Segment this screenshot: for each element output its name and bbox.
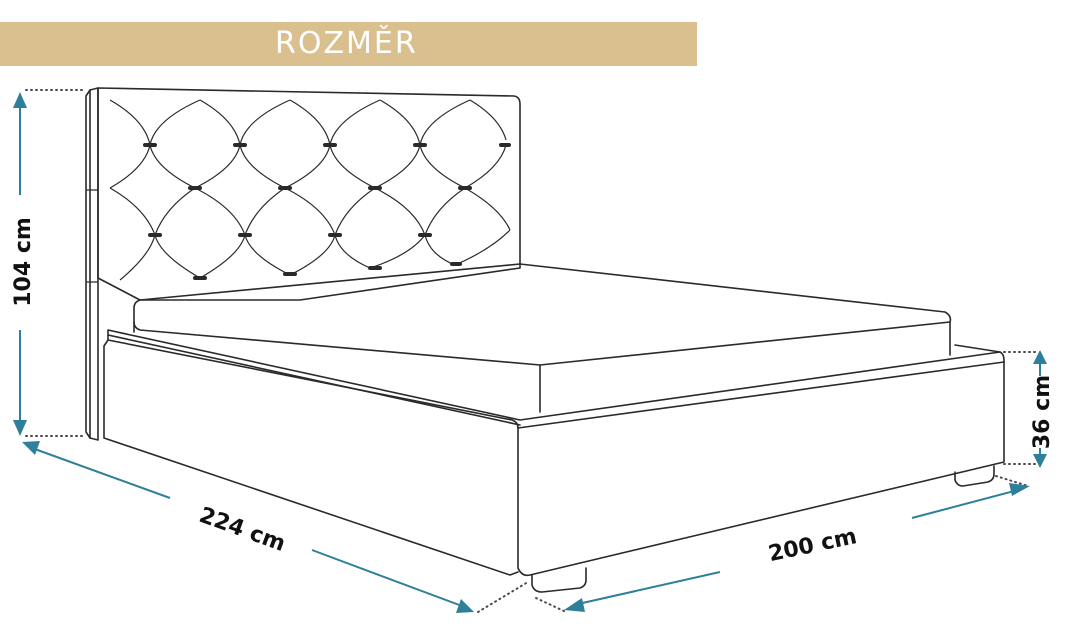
bed-foot (954, 465, 995, 487)
height-dimension: 104 cm (11, 92, 36, 436)
reference-lines (25, 89, 1037, 613)
frame-height-label: 36 cm (1030, 375, 1055, 449)
banner-title: ROZMĚR (275, 26, 418, 61)
headboard-tufting (109, 99, 511, 281)
mattress (133, 263, 952, 366)
height-label: 104 cm (11, 217, 36, 307)
length-label: 224 cm (196, 503, 289, 557)
frame-height-dimension: 36 cm (1030, 350, 1055, 468)
length-dimension: 224 cm (22, 441, 474, 613)
title-banner (0, 22, 697, 66)
width-dimension: 200 cm (564, 483, 1030, 612)
bed-foot (531, 567, 587, 593)
headboard (97, 87, 521, 301)
width-label: 200 cm (766, 524, 859, 567)
bed-drawing (85, 87, 1005, 593)
bed-frame (107, 329, 1005, 577)
headboard-side (89, 87, 99, 441)
